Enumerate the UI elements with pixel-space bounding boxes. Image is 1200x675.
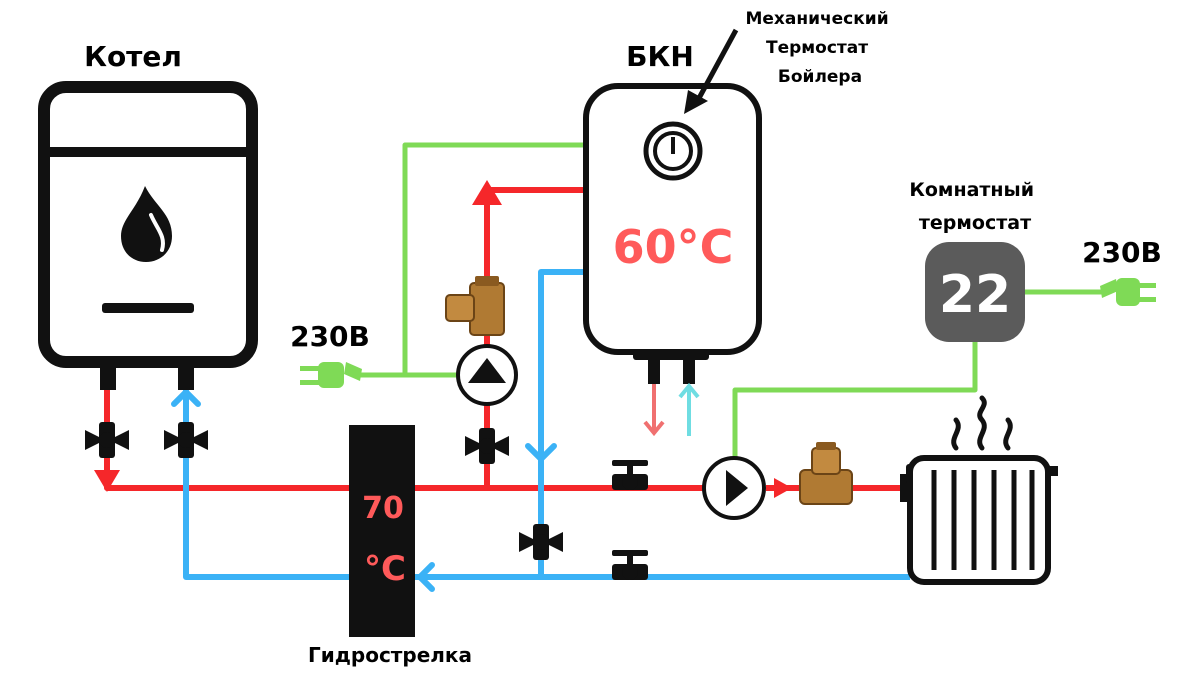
cold-water-in-arrow	[678, 382, 700, 436]
bkn-check-valve	[445, 276, 505, 336]
pointer-arrow	[684, 28, 739, 114]
boiler-return-valve[interactable]	[164, 422, 208, 458]
radiator	[900, 455, 1058, 585]
bkn-temperature: 60°C	[613, 220, 734, 274]
boiler-title: Котел	[84, 40, 182, 73]
hot-water-out-arrow	[643, 384, 665, 437]
heating-return-valve[interactable]	[612, 550, 648, 580]
return-arrows	[171, 389, 557, 592]
hydro-separator-temp-unit: °C	[364, 549, 406, 589]
bkn-title: БКН	[626, 40, 694, 73]
hydro-separator	[349, 425, 415, 637]
supply-arrows	[94, 180, 792, 498]
power-lines	[360, 142, 1102, 460]
boiler-supply-valve[interactable]	[85, 422, 129, 458]
heat-waves-icon	[951, 395, 1013, 451]
hydro-separator-temp: 70	[362, 491, 404, 526]
flame-icon	[121, 186, 172, 262]
power-right-label: 230В	[1082, 236, 1162, 269]
hydro-separator-title: Гидрострелка	[308, 643, 472, 667]
room-thermostat[interactable]	[925, 242, 1025, 342]
power-left-label: 230В	[290, 320, 370, 353]
heating-supply-valve[interactable]	[612, 460, 648, 490]
room-thermostat-value: 22	[939, 265, 1011, 325]
bkn-circulation-pump	[456, 344, 518, 406]
power-plug-left-icon	[300, 362, 362, 388]
bkn-return-valve[interactable]	[519, 524, 563, 560]
bkn-supply-valve[interactable]	[465, 428, 509, 464]
power-plug-right-icon	[1100, 278, 1156, 306]
water-heater-tank	[583, 83, 762, 384]
heating-circulation-pump	[702, 456, 766, 520]
mechanical-thermostat-knob[interactable]	[643, 121, 703, 181]
room-thermostat-label: Комнатный термостат	[909, 179, 1040, 234]
mech-thermostat-label: Механический Термостат Бойлера	[745, 9, 894, 87]
heating-check-valve	[799, 442, 853, 505]
